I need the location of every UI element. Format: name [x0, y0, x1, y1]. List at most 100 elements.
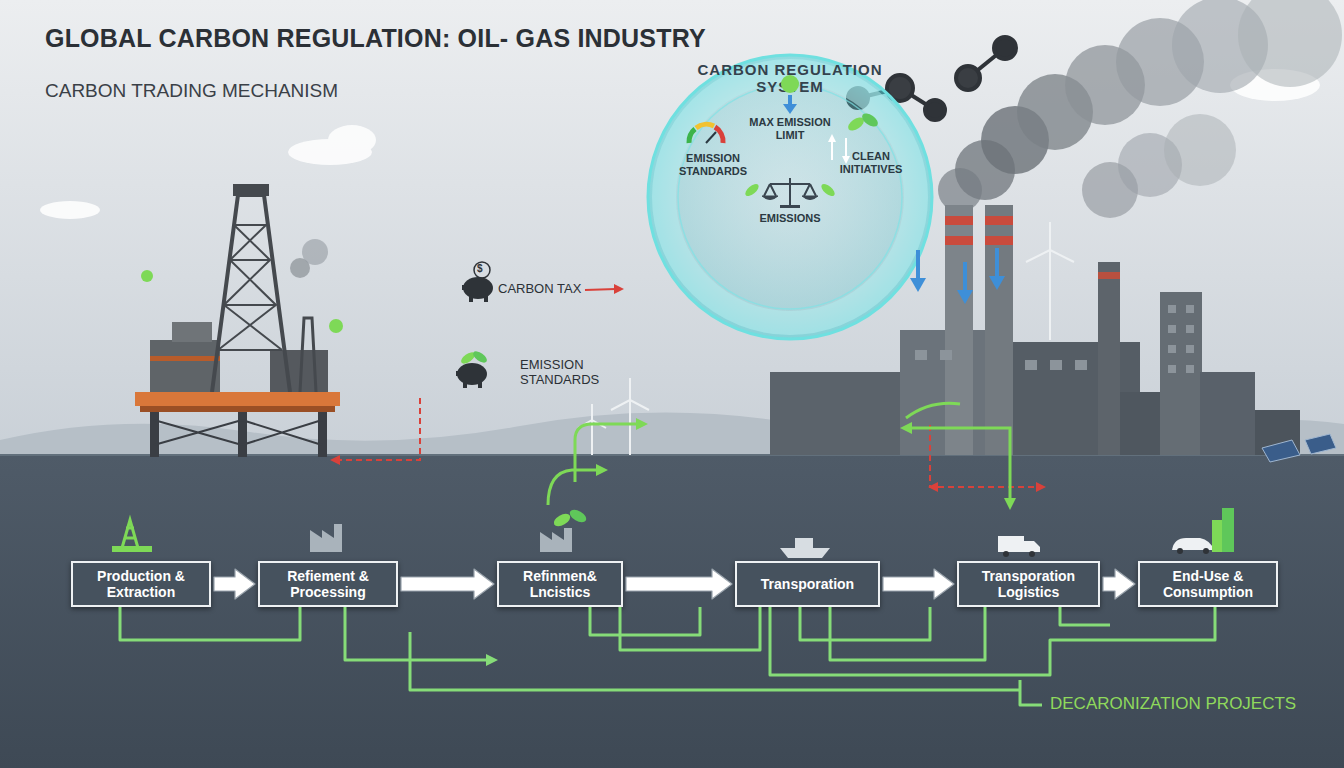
- flow-arrow: [401, 569, 494, 599]
- node-text: EMISSIONS: [740, 212, 840, 225]
- process-box: Refinmen& Lncistics: [497, 561, 623, 607]
- stage-icons-part: [568, 507, 589, 525]
- circle-icons-part: [846, 115, 866, 134]
- inner-ring: [678, 85, 902, 309]
- stage-icons-part: [1172, 538, 1214, 550]
- factory-part: [915, 305, 1194, 373]
- circle-icons-part: [781, 75, 799, 93]
- smoke-plume-part: [302, 239, 328, 265]
- process-box: End-Use & Consumption: [1138, 561, 1278, 607]
- piggy-bank-icons-part: [484, 296, 488, 302]
- pipe-arrow-head: [486, 654, 498, 666]
- decarbonization-pipes-part: [120, 607, 300, 640]
- factory-part-part: [1186, 345, 1194, 353]
- decarbonization-pipes-part: [620, 607, 760, 650]
- factory-part-part: [1168, 345, 1176, 353]
- oil-rig-part: [150, 340, 220, 392]
- piggy-bank-icons: [456, 262, 493, 388]
- oil-rig-part: [172, 322, 212, 342]
- oil-rig-part: [135, 392, 340, 406]
- wind-turbines-part: [578, 404, 606, 428]
- factory-part: [945, 205, 973, 455]
- factory-part: [945, 216, 973, 225]
- circle-icons-part: [783, 104, 797, 114]
- circle-icons-part: [689, 129, 695, 143]
- stage-icons-part: [780, 548, 830, 558]
- wind-turbines-part: [1026, 222, 1074, 262]
- stage-icons-part: [540, 528, 572, 552]
- tax-arrow-part: [614, 284, 624, 294]
- circle-outline: [645, 52, 935, 342]
- solar-panels-part: [1262, 440, 1300, 462]
- green-flow-arrows-part: [548, 470, 598, 505]
- projects-label: DECARONIZATION PROJECTS: [1050, 694, 1320, 714]
- policy-label: EMISSION STANDARDS: [520, 358, 606, 388]
- piggy-bank-icons-part: [474, 262, 490, 278]
- factory-part-part: [1186, 365, 1194, 373]
- oil-rig-part: [218, 225, 282, 350]
- stage-icons-part: [795, 538, 813, 548]
- stage-icons-part: [1203, 548, 1209, 554]
- oil-rig-part: [150, 356, 220, 361]
- green-arrow-heads-part: [636, 418, 648, 430]
- circle-icons-part: [788, 95, 792, 106]
- decarbonization-pipes-part: [1060, 607, 1110, 625]
- factory-part-part: [915, 350, 927, 360]
- piggy-bank-icons-part: [457, 363, 487, 385]
- stage-icons-part: [122, 520, 138, 548]
- piggy-bank-icons-part: [469, 296, 473, 302]
- factory-part: [985, 205, 1013, 455]
- stage-icons-part: [1222, 508, 1234, 552]
- oil-rig-part: [141, 270, 153, 282]
- process-box: Transporation Logistics: [957, 561, 1100, 607]
- clouds-part: [328, 125, 376, 155]
- blue-arrows-part: [989, 276, 1005, 290]
- oil-rig-part: [318, 405, 327, 457]
- red-dashed-leaders-part: [930, 425, 1038, 487]
- factory-part-part: [1186, 325, 1194, 333]
- flow-arrow: [626, 569, 732, 599]
- co2-molecules-part: [994, 37, 1016, 59]
- circle-icons-part: [696, 124, 714, 128]
- flow-arrow: [883, 569, 954, 599]
- wind-turbines-part: [611, 378, 649, 410]
- title-band: [664, 71, 916, 323]
- ground: [0, 455, 1344, 768]
- node-text: CLEAN INITIATIVES: [829, 150, 913, 175]
- blue-arrows: [910, 248, 1005, 304]
- oil-rig-part: [150, 405, 159, 457]
- piggy-bank-icons-part: [459, 350, 477, 366]
- decarbonization-pipes-part: [590, 607, 700, 635]
- blue-arrows-part: [995, 248, 999, 278]
- circle-icons-part: [706, 132, 716, 143]
- circle-icons-part: [842, 156, 850, 164]
- factory-part: [1098, 272, 1120, 279]
- stage-icons-part: [1212, 520, 1230, 552]
- red-dashed-leaders-part: [338, 398, 420, 460]
- piggy-bank-icons-part: [478, 382, 482, 388]
- diagram-title: GLOBAL CARBON REGULATION: OIL- GAS INDUS…: [45, 24, 706, 53]
- decarbonization-pipes: [120, 607, 1215, 705]
- process-box: Production & Extraction: [71, 561, 211, 607]
- co2-molecules-part: [925, 100, 945, 120]
- piggy-bank-icons-part: [471, 349, 489, 365]
- node-title: End-Use & Consumption: [1144, 568, 1272, 600]
- red-dashed-leaders-part: [330, 455, 340, 465]
- glass-disc: [648, 55, 932, 339]
- factory-part: [985, 216, 1013, 225]
- policy-label: CARBON TAX: [498, 282, 608, 297]
- wind-turbines-part: [591, 420, 593, 455]
- green-arrow-heads-part: [1004, 498, 1016, 510]
- sky: [0, 0, 1344, 460]
- stage-icons-part: [552, 511, 573, 529]
- stage-icons-part: [1177, 548, 1183, 554]
- piggy-bank-icons-part: [462, 285, 467, 290]
- smoke-plume-part: [1164, 114, 1236, 186]
- stage-icons-part: [1024, 541, 1040, 552]
- tax-arrow-part: [585, 289, 616, 290]
- circle-icons-part: [828, 134, 836, 142]
- green-arrow-heads-part: [596, 464, 608, 476]
